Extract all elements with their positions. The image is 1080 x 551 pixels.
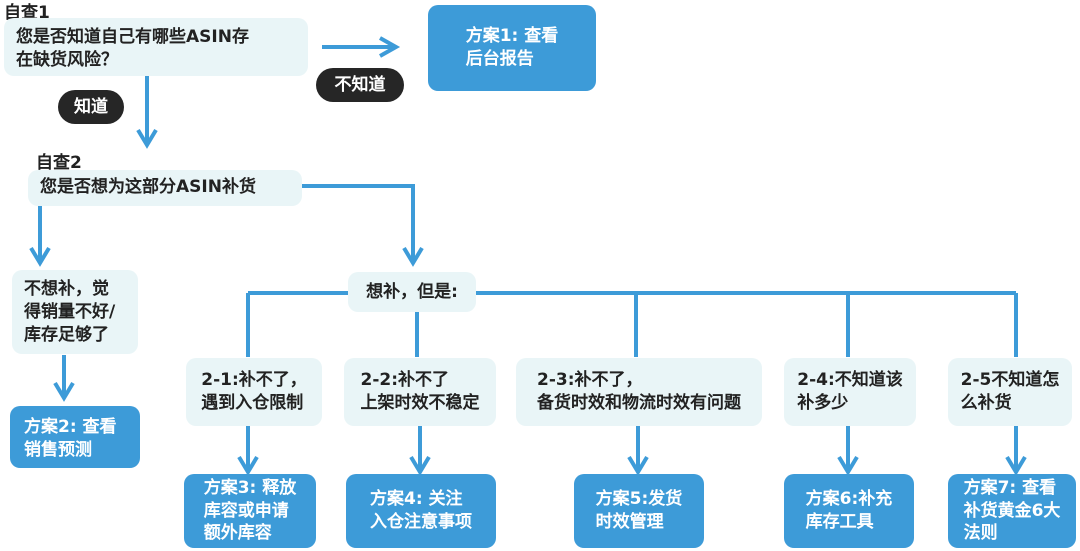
arrowhead-check2 [136,128,158,149]
arrowhead-case1 [237,455,259,476]
plan3-box: 方案3: 释放 库容或申请 额外库容 [184,474,316,548]
arrow-check2-to-want [300,184,415,262]
arrowhead-want [402,246,424,267]
arrowhead-case2 [409,455,431,476]
no-pill: 不知道 [316,68,404,102]
no-restock-box: 不想补，觉 得销量不好/ 库存足够了 [12,270,138,354]
case1-issue: 2-1:补不了， 遇到入仓限制 [186,358,322,426]
case4-issue: 2-4:不知道该 补多少 [784,358,916,426]
plan4-box: 方案4: 关注 入仓注意事项 [346,474,496,548]
plan2-box: 方案2: 查看 销售预测 [10,406,140,468]
want-restock-box: 想补，但是: [348,272,476,312]
yes-pill: 知道 [58,90,124,124]
case5-issue: 2-5不知道怎 么补货 [948,358,1072,426]
arrowhead-case4 [837,455,859,476]
plan6-box: 方案6:补充 库存工具 [784,474,914,548]
plan5-box: 方案5:发货 时效管理 [574,474,704,548]
check1-question: 您是否知道自己有哪些ASIN存 在缺货风险？ [4,18,308,76]
arrowhead-plan2 [53,381,75,402]
check2-question: 您是否想为这部分ASIN补货 [28,170,302,206]
check2-label: 自查2 [36,153,82,173]
arrowhead-case5 [1005,455,1027,476]
plan7-box: 方案7: 查看 补货黄金6大 法则 [948,474,1076,548]
arrowhead-plan1 [379,36,401,58]
case2-issue: 2-2:补不了 上架时效不稳定 [344,358,496,426]
arrowhead-norestock [29,246,51,267]
case3-issue: 2-3:补不了， 备货时效和物流时效有问题 [516,358,762,426]
arrowhead-case3 [627,455,649,476]
plan1-box: 方案1: 查看 后台报告 [428,5,596,91]
